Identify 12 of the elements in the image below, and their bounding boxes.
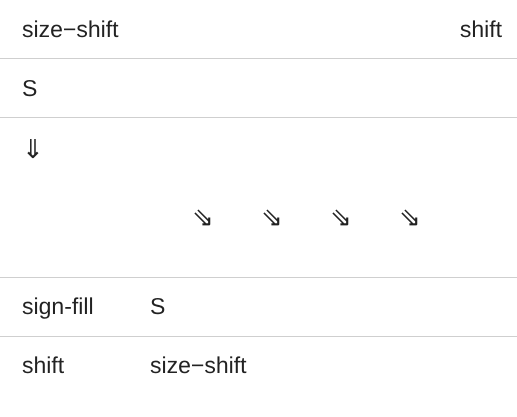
arrow-glyph: ⇘ [330, 204, 352, 230]
arrow-glyph: ⇓ [22, 136, 44, 162]
cell-text: size−shift [150, 354, 247, 377]
cell-text: shift [460, 18, 502, 41]
cell-text: S [150, 295, 166, 318]
arrow-glyph: ⇘ [192, 204, 214, 230]
cell-text: size−shift [22, 18, 119, 41]
cell-text: S [22, 77, 38, 100]
arrow-glyph: ⇘ [261, 204, 283, 230]
cell-text: sign-fill [22, 295, 94, 318]
cell-text: shift [22, 354, 64, 377]
arrow-glyph: ⇘ [399, 204, 421, 230]
